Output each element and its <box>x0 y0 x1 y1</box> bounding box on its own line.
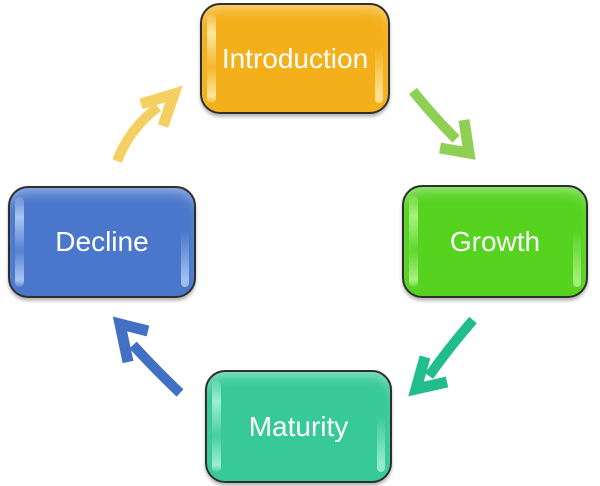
stage-box-maturity: Maturity <box>205 370 392 483</box>
arrow-head-icon <box>439 119 476 160</box>
stage-box-introduction: Introduction <box>200 3 390 114</box>
arrow-maturity-to-decline <box>112 316 184 397</box>
stage-label-decline: Decline <box>55 226 149 257</box>
arrow-shaft <box>424 316 477 379</box>
stage-label-maturity: Maturity <box>248 410 349 442</box>
arrow-shaft <box>112 103 162 163</box>
arrow-introduction-to-growth <box>409 87 476 160</box>
arrow-decline-to-introduction <box>112 85 183 163</box>
stage-box-growth: Growth <box>402 185 588 298</box>
arrow-head-icon <box>139 85 183 128</box>
arrow-head-icon <box>408 355 449 397</box>
stage-label-growth: Growth <box>449 225 541 257</box>
arrow-shaft <box>409 87 460 143</box>
arrow-head-icon <box>112 316 150 364</box>
arrow-growth-to-maturity <box>408 316 477 397</box>
arrow-shaft <box>129 341 184 397</box>
stage-box-decline: Decline <box>8 186 196 298</box>
stage-label-introduction: Introduction <box>221 42 369 74</box>
